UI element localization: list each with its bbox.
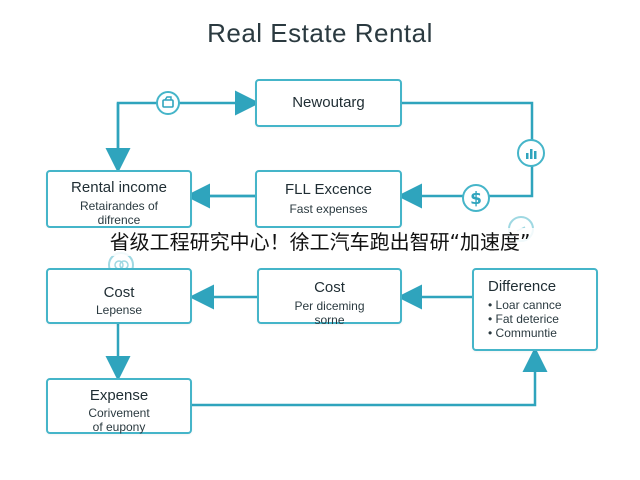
node-cost-mid-title: Cost <box>314 279 345 296</box>
node-difference-title: Difference <box>488 278 557 295</box>
node-cost-left-title: Cost <box>103 284 135 301</box>
list-item: Fat deterice <box>488 312 596 326</box>
node-expense-line1: Corivement <box>88 406 150 420</box>
node-rental-income-line1: Retairandes of <box>79 199 159 213</box>
node-cost-left: Cost Lepense <box>46 268 192 324</box>
node-cost-mid: Cost Per diceming sorne <box>257 268 402 327</box>
node-rental-income: Rental income Retairandes of difrence <box>46 170 192 228</box>
node-cost-left-line1: Lepense <box>95 303 143 317</box>
node-expense-title: Expense <box>89 387 149 404</box>
arrow-expense-to-difference <box>192 347 548 407</box>
headline-banner: 省级工程研究中心！徐工汽车跑出智研“加速度” <box>0 228 640 256</box>
list-item: Communtie <box>488 326 596 340</box>
wallet-icon <box>156 91 180 115</box>
node-newoutarg: Newoutarg <box>255 79 402 127</box>
node-expense: Expense Corivement of eupony <box>46 378 192 434</box>
node-difference-list: Loar cannce Fat deterice Communtie <box>488 298 596 340</box>
dollar-icon: $ <box>462 184 490 212</box>
node-fll-expence-title: FLL Excence <box>285 181 372 198</box>
svg-text:$: $ <box>470 189 482 209</box>
node-fll-expence-line1: Fast expenses <box>289 202 368 216</box>
node-newoutarg-title: Newoutarg <box>292 94 365 111</box>
node-cost-mid-line2: sorne <box>314 313 345 327</box>
node-difference: Difference Loar cannce Fat deterice Comm… <box>472 268 598 351</box>
node-rental-income-line2: difrence <box>97 213 141 227</box>
arrow-rental-to-newoutarg <box>116 90 260 170</box>
bar-chart-icon <box>517 139 545 167</box>
arrow-newoutarg-to-fll <box>397 101 534 209</box>
diagram-title: Real Estate Rental <box>207 18 433 48</box>
node-expense-line2: of eupony <box>92 420 146 434</box>
node-cost-mid-line1: Per diceming <box>294 299 365 313</box>
list-item: Loar cannce <box>488 298 596 312</box>
node-rental-income-title: Rental income <box>71 179 167 196</box>
node-fll-expence: FLL Excence Fast expenses <box>255 170 402 228</box>
